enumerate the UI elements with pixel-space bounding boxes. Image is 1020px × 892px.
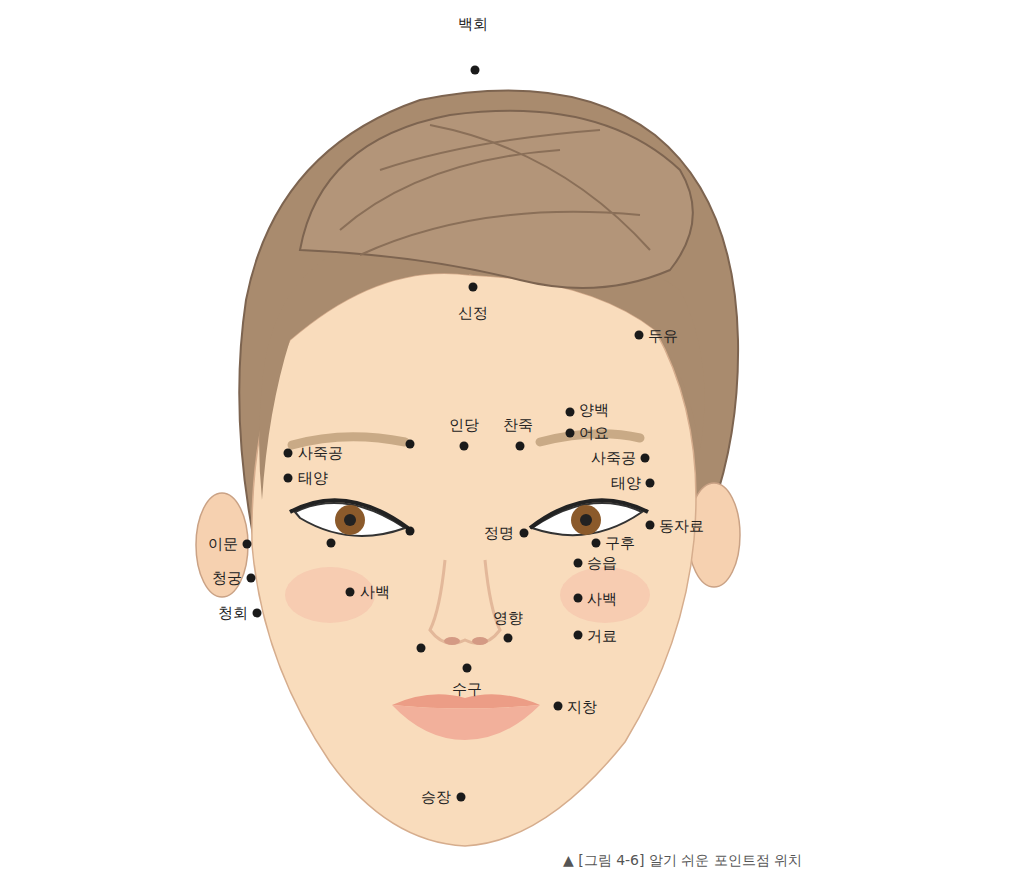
point-label: 거료 (587, 627, 617, 645)
point-label: 동자료 (659, 517, 704, 535)
point-label: 영향 (493, 609, 523, 627)
point-label: 어요 (579, 424, 609, 442)
point-label: 양백 (579, 401, 609, 419)
point-label: 찬죽 (503, 416, 533, 434)
point-label: 승읍 (587, 554, 617, 572)
point-label: 인당 (449, 416, 479, 434)
point-label: 승장 (421, 788, 451, 806)
point-label: 구후 (605, 534, 635, 552)
point-label: 신정 (458, 304, 488, 322)
point-label: 이문 (208, 535, 238, 553)
point-label: 청궁 (212, 569, 242, 587)
point-label: 청회 (218, 604, 248, 622)
point-label: 사백 (360, 583, 390, 601)
point-label: 정명 (484, 524, 514, 542)
point-label: 태양 (611, 474, 641, 492)
point-label: 백회 (458, 15, 488, 33)
point-label: 사죽공 (591, 449, 636, 467)
point-label: 두유 (648, 327, 678, 345)
point-label: 사죽공 (298, 444, 343, 462)
point-label: 수구 (452, 680, 482, 698)
point-label: 태양 (298, 469, 328, 487)
point-label: 지창 (567, 698, 597, 716)
point-label: 사백 (587, 590, 617, 608)
figure-caption: ▲ [그림 4-6] 알기 쉬운 포인트점 위치 (563, 852, 802, 869)
